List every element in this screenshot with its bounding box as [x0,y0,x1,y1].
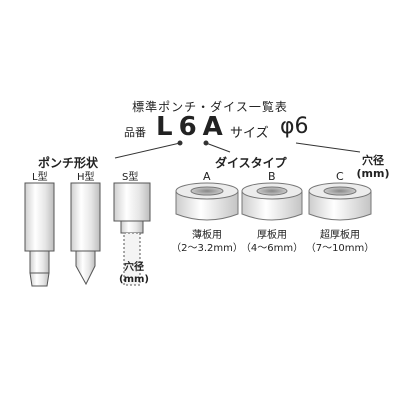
die-b [241,182,303,221]
hole-diameter-text: 穴径 [362,154,384,167]
die-a-caption: 薄板用 （2～3.2mm） [162,229,252,255]
connector-punch [114,142,181,159]
punch-s [113,182,151,286]
die-b-name: 厚板用 [257,230,287,241]
connector-hole [295,142,361,153]
punch-type-l: L型 [32,172,48,183]
chart-title: 標準ポンチ・ダイス一覧表 [132,100,288,114]
die-c [308,182,372,221]
hole-diameter-label: 穴径 (mm) [343,154,403,180]
model-code: L6A [156,112,229,142]
punch-section-title: ポンチ形状 [38,156,99,170]
hinban-label: 品番 [124,126,146,139]
die-c-caption: 超厚板用 （7～10mm） [295,229,385,255]
die-a-name: 薄板用 [192,230,222,241]
die-letter-b: B [268,170,276,183]
die-a [175,182,239,221]
punch-h [70,182,101,286]
die-c-name: 超厚板用 [320,230,360,241]
die-b-range: （4～6mm） [240,243,304,254]
hole-diameter-side-unit: (mm) [119,274,149,285]
die-a-range: （2～3.2mm） [171,243,243,254]
punch-type-h: H型 [77,172,95,183]
size-value: φ6 [280,114,309,139]
die-c-range: （7～10mm） [305,243,375,254]
punch-type-s: S型 [122,172,139,183]
connector-lines [114,140,361,159]
punch-l [24,182,55,287]
die-letter-c: C [336,170,344,183]
die-section-title: ダイスタイプ [215,156,287,170]
die-letter-a: A [203,170,211,183]
hole-diameter-side-text: 穴径 [124,262,144,273]
die-b-caption: 厚板用 （4～6mm） [227,229,317,255]
hole-diameter-unit: (mm) [356,167,390,180]
size-label: サイズ [230,126,269,141]
connector-die [205,142,231,153]
hole-diameter-label-side: 穴径 (mm) [119,262,149,286]
